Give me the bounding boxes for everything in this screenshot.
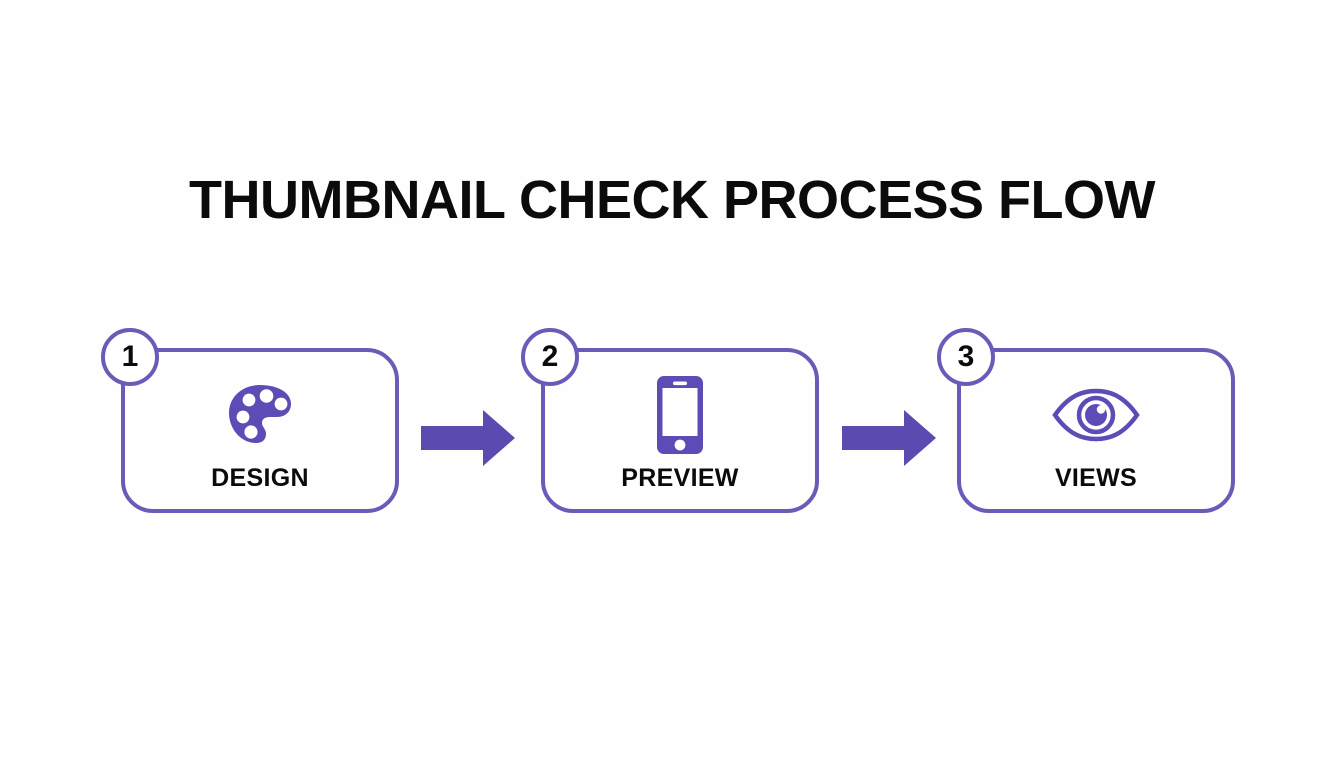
arrow-right-icon	[842, 410, 936, 466]
smartphone-icon	[657, 372, 703, 458]
step-label: DESIGN	[211, 464, 309, 492]
step-label: PREVIEW	[621, 464, 739, 492]
step-number-label: 1	[121, 339, 139, 373]
step-number-label: 3	[957, 339, 975, 373]
step-content: VIEWS	[961, 352, 1231, 509]
step-content: DESIGN	[125, 352, 395, 509]
step-number-label: 2	[541, 339, 559, 373]
step-number-badge: 1	[101, 328, 159, 386]
step-content: PREVIEW	[545, 352, 815, 509]
step-label: VIEWS	[1054, 464, 1138, 492]
palette-icon	[222, 372, 298, 458]
process-step-design[interactable]: 1 DESIGN	[101, 328, 399, 513]
arrow-right-icon	[421, 410, 515, 466]
eye-icon	[1051, 372, 1141, 458]
process-flow-row: 1 DESIGN	[0, 328, 1344, 528]
step-number-badge: 2	[521, 328, 579, 386]
process-step-preview[interactable]: 2 PREVIEW	[521, 328, 819, 513]
process-step-views[interactable]: 3 VIEWS	[937, 328, 1235, 513]
page-title: THUMBNAIL CHECK PROCESS FLOW	[189, 170, 1156, 230]
step-number-badge: 3	[937, 328, 995, 386]
